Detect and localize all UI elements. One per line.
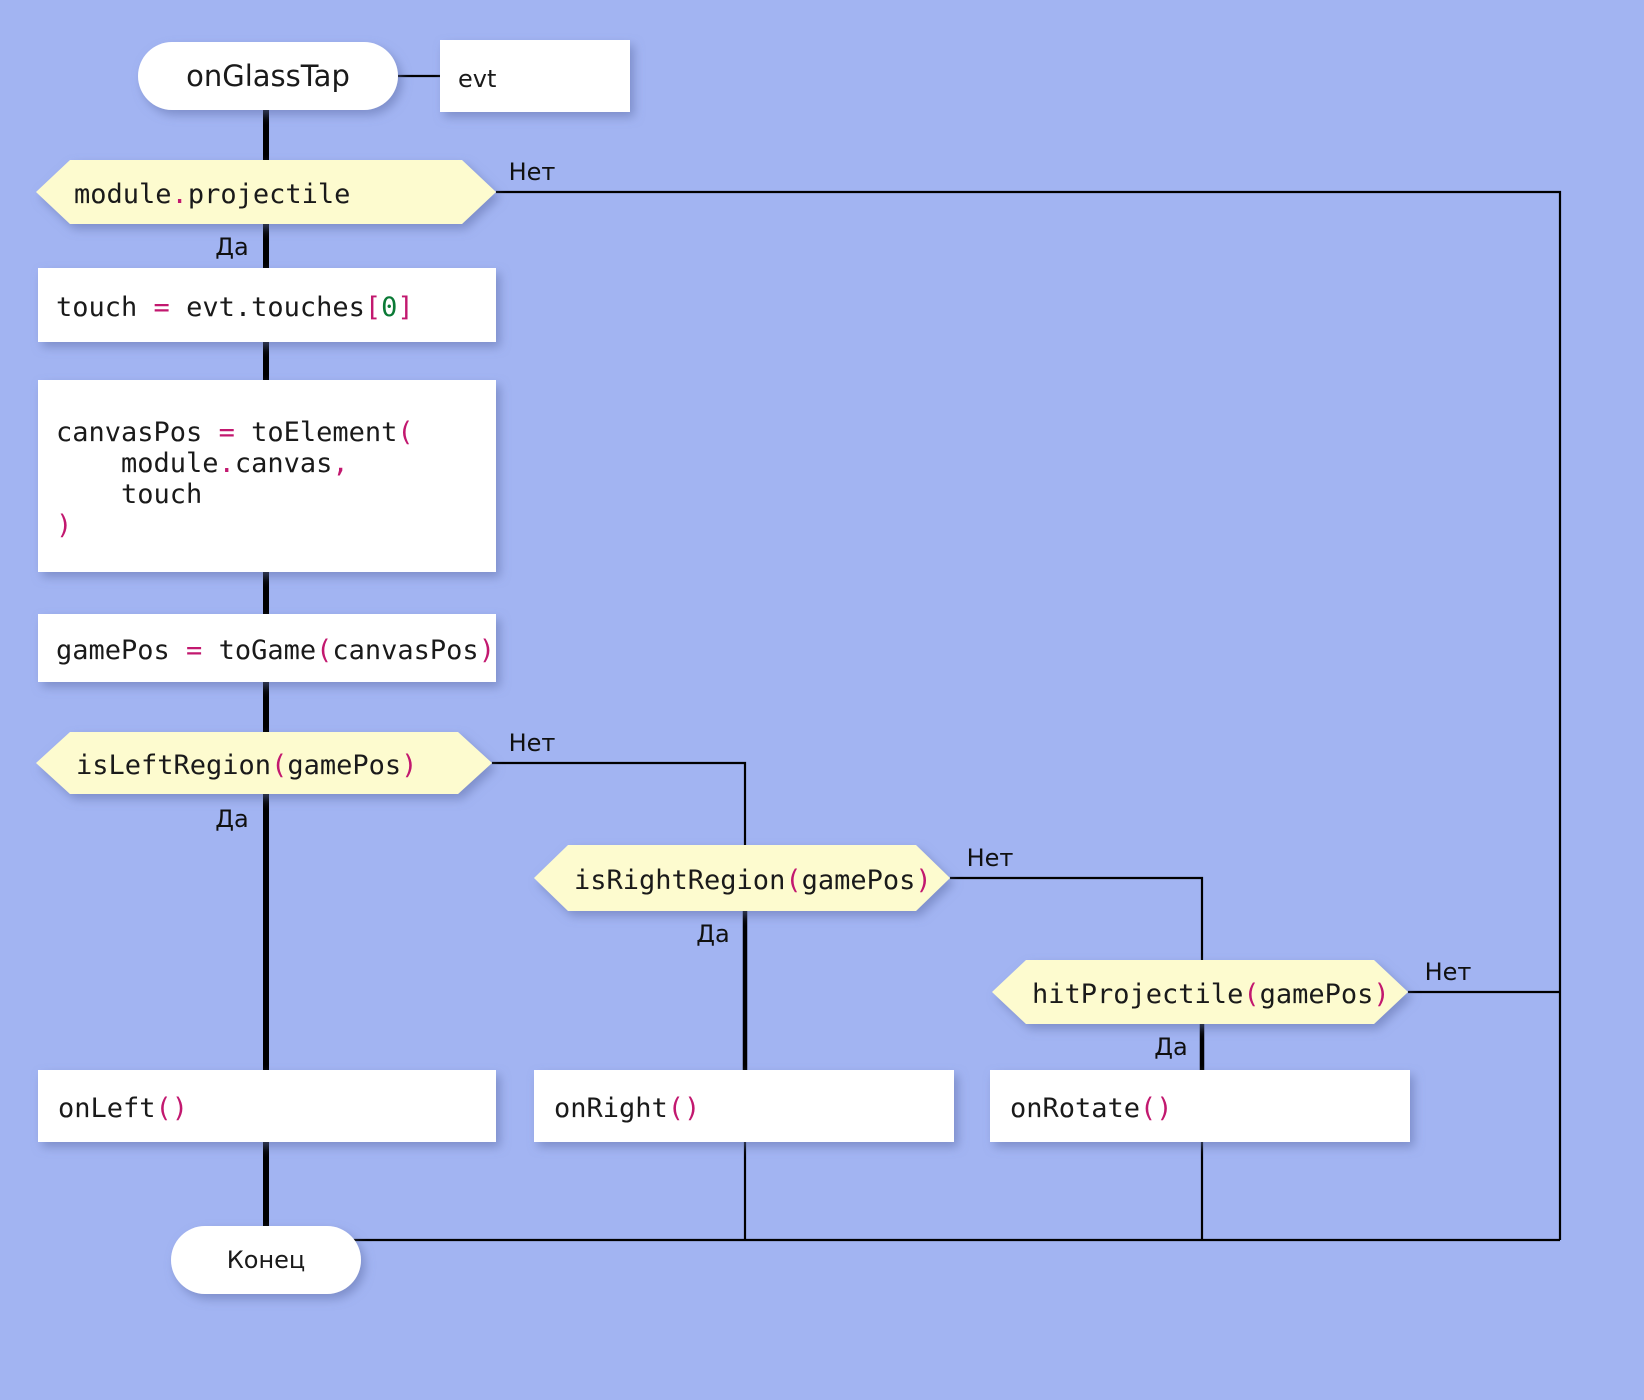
edge-projectile-no [496, 190, 1562, 1240]
node-param-evt[interactable] [440, 40, 630, 112]
process-gamepos-label: gamePos = toGame(canvasPos) [56, 635, 495, 666]
decision-projectile-label: module.projectile [74, 179, 350, 210]
edge-label-projectile-yes: Да [215, 233, 248, 261]
edge-label-left-yes: Да [215, 805, 248, 833]
process-canvaspos-line-4: ) [56, 510, 72, 541]
action-onright-label: onRight() [554, 1093, 700, 1124]
node-end[interactable] [171, 1226, 361, 1294]
process-canvaspos-line-3: touch [56, 479, 202, 510]
action-onrotate-label: onRotate() [1010, 1093, 1173, 1124]
process-canvaspos-line-2: module.canvas, [56, 448, 349, 479]
edge-label-projectile-no: Нет [509, 158, 556, 186]
edge-label-hit-no: Нет [1425, 958, 1472, 986]
decision-hit-label: hitProjectile(gamePos) [1032, 979, 1390, 1010]
decision-left-label: isLeftRegion(gamePos) [76, 750, 417, 781]
edge-label-right-yes: Да [696, 920, 729, 948]
edge-label-hit-yes: Да [1154, 1033, 1187, 1061]
node-action-onrotate[interactable] [990, 1070, 1410, 1142]
node-decision-right[interactable] [534, 845, 950, 911]
node-action-onleft[interactable] [38, 1070, 496, 1142]
node-process-gamepos[interactable] [38, 614, 496, 682]
process-canvaspos-line-1: canvasPos = toElement( [56, 417, 414, 448]
node-process-canvaspos[interactable] [38, 380, 496, 572]
process-touch-label: touch = evt.touches[0] [56, 292, 414, 323]
node-action-onright[interactable] [534, 1070, 954, 1142]
start-label: onGlassTap [186, 59, 350, 93]
edge-label-right-no: Нет [967, 844, 1014, 872]
end-label: Конец [227, 1246, 306, 1274]
edge-left-no [492, 761, 747, 845]
edge-right-no [950, 876, 1204, 960]
node-start[interactable] [138, 42, 398, 110]
node-decision-hit[interactable] [992, 960, 1408, 1024]
action-onleft-label: onLeft() [58, 1093, 188, 1124]
node-process-touch[interactable] [38, 268, 496, 342]
node-decision-left[interactable] [36, 732, 492, 794]
node-decision-projectile[interactable] [36, 160, 496, 224]
decision-right-label: isRightRegion(gamePos) [574, 865, 932, 896]
param-evt-label: evt [458, 65, 496, 93]
edge-label-left-no: Нет [509, 729, 556, 757]
